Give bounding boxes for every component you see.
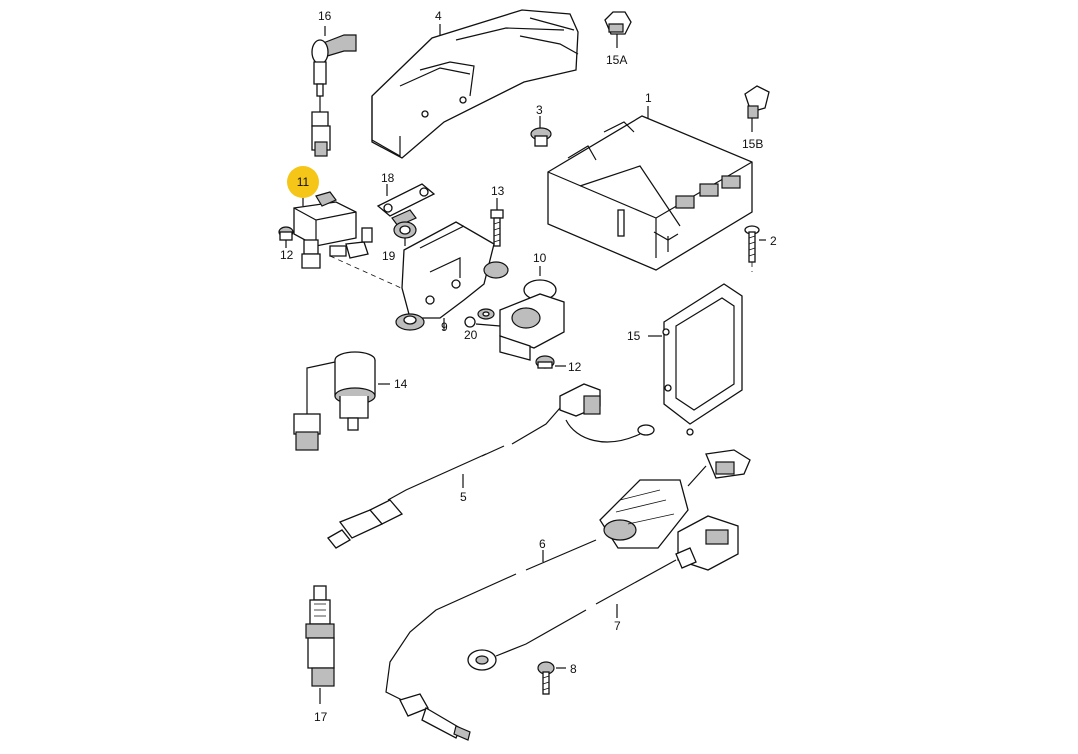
callout-12-left: 12 bbox=[280, 248, 294, 262]
part-14-valve bbox=[293, 351, 390, 451]
callout-15b: 15B bbox=[742, 137, 764, 151]
part-17-switch bbox=[305, 585, 335, 704]
callout-16: 16 bbox=[318, 9, 332, 23]
callout-8: 8 bbox=[570, 662, 577, 676]
callout-5: 5 bbox=[460, 490, 467, 504]
callout-14: 14 bbox=[394, 377, 408, 391]
callout-1: 1 bbox=[645, 91, 652, 105]
part-10-unit bbox=[464, 266, 565, 361]
callout-11-label: 11 bbox=[296, 175, 310, 189]
callout-12-right: 12 bbox=[568, 360, 582, 374]
callout-2: 2 bbox=[770, 234, 777, 248]
part-1-control-unit bbox=[547, 106, 753, 271]
part-13-bolt bbox=[490, 198, 504, 247]
part-15-plate bbox=[648, 283, 743, 436]
part-18-bracket bbox=[376, 183, 436, 227]
callout-13: 13 bbox=[491, 184, 505, 198]
callout-9: 9 bbox=[441, 320, 448, 334]
part-3-grommet bbox=[530, 116, 552, 147]
part-16-sensor bbox=[311, 26, 357, 157]
part-19-washer bbox=[393, 221, 417, 246]
part-12-nut-left bbox=[278, 226, 294, 248]
callout-19: 19 bbox=[382, 249, 396, 263]
callout-6: 6 bbox=[539, 537, 546, 551]
part-20-washer bbox=[477, 308, 495, 320]
callout-15: 15 bbox=[627, 329, 641, 343]
part-4-cover bbox=[371, 9, 579, 159]
callout-7: 7 bbox=[614, 619, 621, 633]
part-5-oxygen-sensor bbox=[327, 383, 655, 549]
part-12-nut-right bbox=[535, 355, 566, 369]
callout-10: 10 bbox=[533, 251, 547, 265]
callout-17: 17 bbox=[314, 710, 328, 724]
callout-20: 20 bbox=[464, 328, 478, 342]
callout-4: 4 bbox=[435, 9, 442, 23]
part-15b-clip bbox=[744, 85, 770, 132]
part-6-sensor-assembly bbox=[385, 449, 751, 741]
part-2-screw bbox=[744, 225, 766, 272]
callout-15a: 15A bbox=[606, 53, 628, 67]
part-15a-clip bbox=[604, 11, 632, 48]
part-9-bracket bbox=[395, 221, 509, 331]
callout-3: 3 bbox=[536, 103, 543, 117]
callout-18: 18 bbox=[381, 171, 395, 185]
part-8-bolt bbox=[537, 661, 566, 695]
highlighted-callout-11[interactable]: 11 bbox=[287, 166, 319, 198]
part-11-valve bbox=[293, 191, 411, 293]
part-7-knock-sensor bbox=[467, 515, 739, 671]
